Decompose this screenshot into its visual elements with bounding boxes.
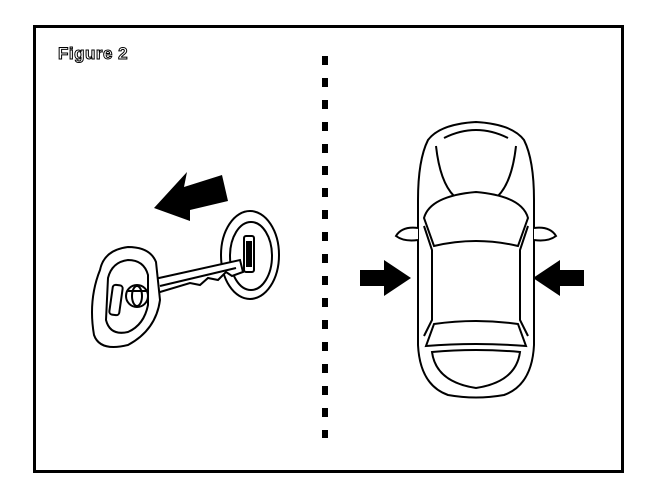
door-arrow-right-icon [533, 260, 584, 296]
door-arrow-left-icon [360, 260, 411, 296]
remove-arrow-icon [154, 172, 228, 221]
car-top-view-icon [394, 120, 558, 399]
key-icon [91, 245, 245, 348]
figure-label: Figure 2 [57, 44, 129, 64]
ignition-keyhole-icon [220, 210, 280, 300]
